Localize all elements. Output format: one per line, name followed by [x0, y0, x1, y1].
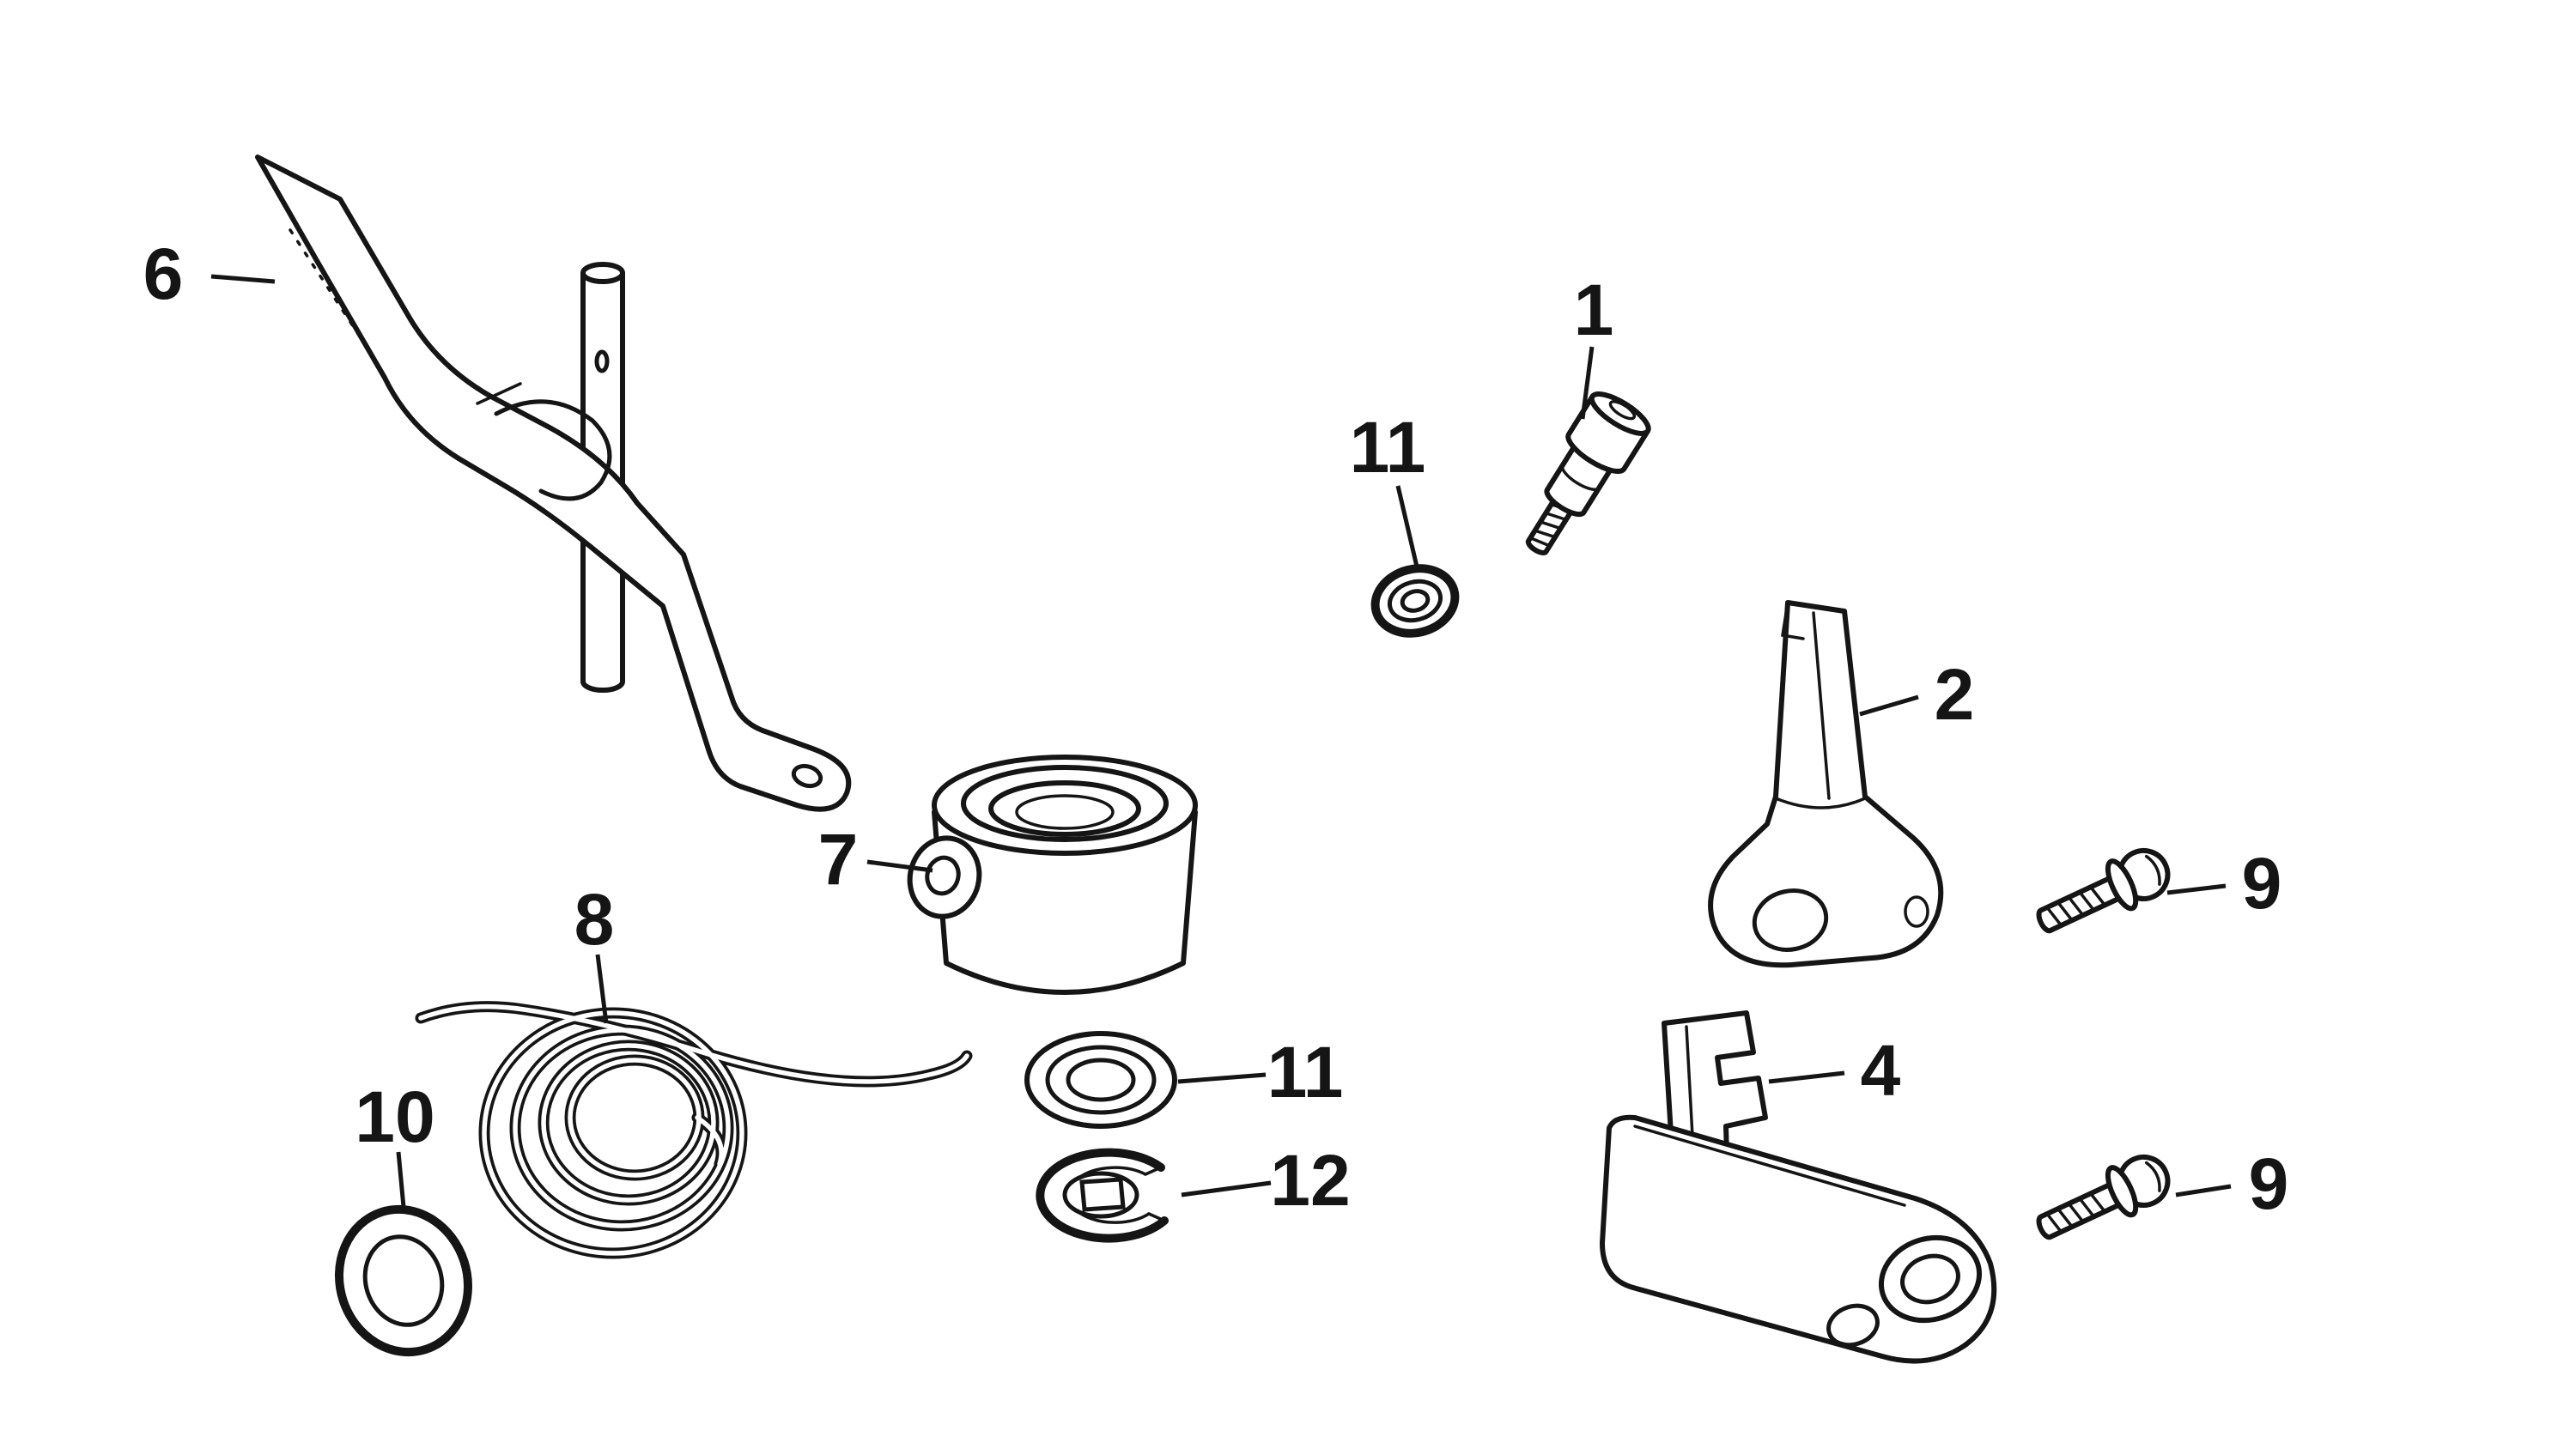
leader-line-6 — [210, 274, 276, 284]
leader-line-8 — [595, 954, 609, 1024]
callout-10: 10 — [355, 1076, 434, 1157]
callout-9-lower: 9 — [2249, 1143, 2289, 1224]
callout-9-upper: 9 — [2242, 843, 2282, 924]
leader-line-2 — [1859, 694, 1919, 717]
callout-1: 1 — [1574, 270, 1614, 350]
callout-2: 2 — [1935, 654, 1975, 735]
leader-line-12 — [1181, 1180, 1272, 1197]
leader-line-11-lower — [1177, 1072, 1267, 1084]
part-11-washer-upper — [1370, 564, 1460, 638]
leader-line-11-upper — [1395, 485, 1419, 567]
part-9-flange-bolt-lower — [2030, 1148, 2176, 1252]
part-1-adjuster-bolt — [1525, 391, 1651, 555]
part-11-washer-lower — [1024, 1031, 1177, 1129]
part-7-bushing-cup — [907, 755, 1198, 995]
leader-line-10 — [396, 1151, 406, 1208]
leader-line-4 — [1768, 1070, 1845, 1084]
callout-12: 12 — [1270, 1140, 1350, 1221]
callout-6: 6 — [143, 233, 184, 314]
callout-4: 4 — [1861, 1030, 1901, 1111]
leader-line-9-lower — [2175, 1184, 2232, 1197]
leader-lines — [210, 274, 2232, 1208]
part-6-shift-lever-assembly — [255, 155, 852, 812]
part-9-flange-bolt-upper — [2030, 841, 2176, 946]
callout-11-upper: 11 — [1350, 407, 1426, 488]
callout-11-lower: 11 — [1267, 1032, 1344, 1112]
part-4-pivot-arm — [1600, 1010, 1997, 1364]
leader-line-7 — [866, 859, 933, 873]
part-2-bracket — [1708, 600, 1944, 968]
callout-8: 8 — [574, 879, 615, 960]
leader-line-1 — [1580, 346, 1595, 420]
part-12-lock-washer — [1036, 1148, 1169, 1243]
callout-labels: 6 1 11 2 9 7 8 11 12 10 4 9 — [143, 233, 2289, 1224]
part-10-seal-ring — [334, 1204, 473, 1357]
leader-line-9-upper — [2166, 883, 2227, 895]
callout-7: 7 — [818, 819, 859, 900]
part-8-torsion-spring — [421, 1007, 967, 1253]
